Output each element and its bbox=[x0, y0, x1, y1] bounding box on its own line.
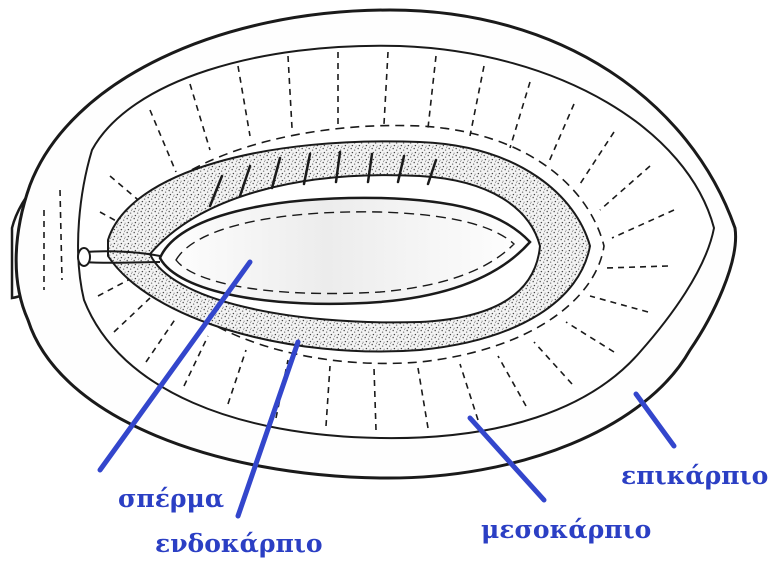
epicarp-leader-line bbox=[636, 394, 674, 446]
mesocarp-label: μεσοκάρπιο bbox=[481, 515, 651, 544]
epicarp-label: επικάρπιο bbox=[621, 461, 768, 490]
seed-label: σπέρμα bbox=[118, 484, 224, 513]
stalk-attachment bbox=[78, 248, 90, 266]
endocarp-label: ενδοκάρπιο bbox=[155, 529, 323, 558]
